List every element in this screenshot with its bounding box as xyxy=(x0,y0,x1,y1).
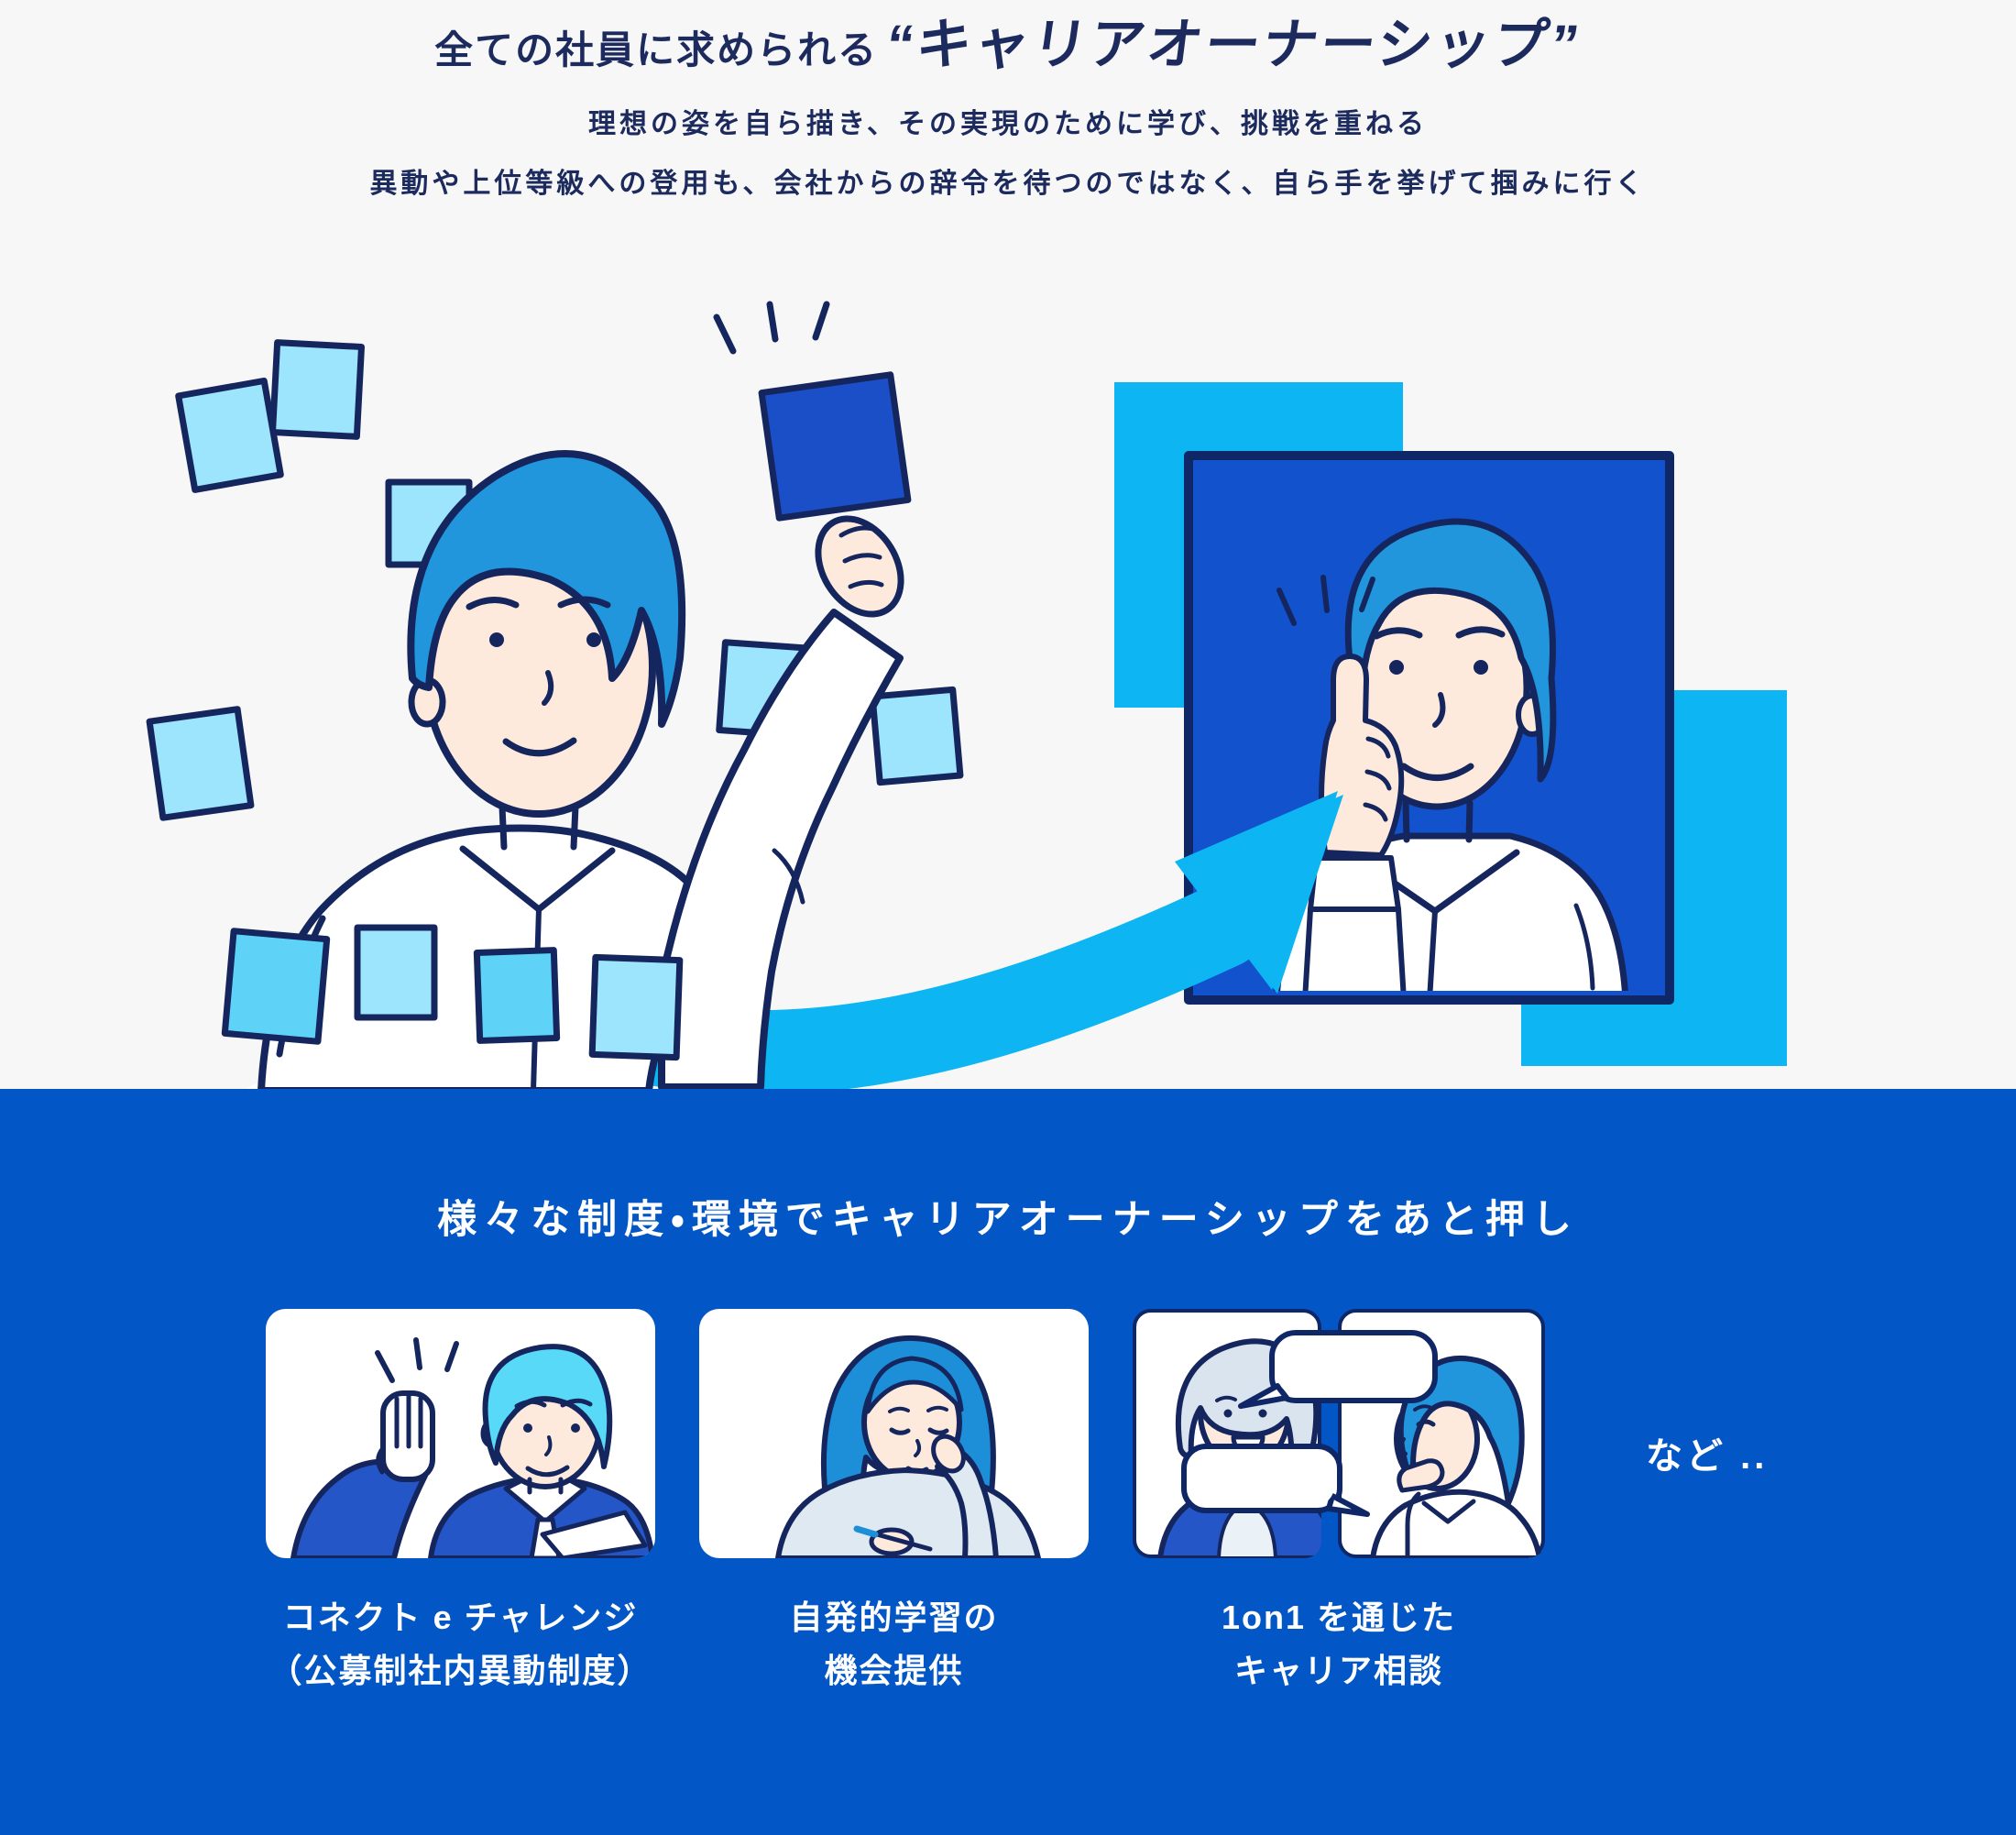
sparkle-ticks xyxy=(713,301,830,355)
woman-self-study-illustration xyxy=(775,1335,1041,1558)
card-one-on-one xyxy=(1133,1309,1545,1558)
hero-title-quoted: “キャリアオーナーシップ” xyxy=(882,14,1585,75)
career-owner-figure xyxy=(146,301,964,1091)
support-section: 様々な制度・環境でキャリアオーナーシップをあと押し xyxy=(0,1089,2016,1835)
caption-line: （公募制社内異動制度） xyxy=(268,1652,652,1690)
etc-label: など .. xyxy=(1646,1436,1769,1477)
hero-description-line-1: 理想の姿を自ら描き、その実現のために学び、挑戦を重ねる xyxy=(588,109,1428,139)
held-sticky-note xyxy=(758,371,912,522)
hero-title: 全ての社員に求められる “キャリアオーナーシップ” xyxy=(0,0,2016,80)
man-raising-hand-illustration xyxy=(290,1337,655,1558)
caption-line: コネクト e チャレンジ xyxy=(282,1599,639,1636)
support-section-title: 様々な制度・環境でキャリアオーナーシップをあと押し xyxy=(437,1198,1579,1242)
listening-man xyxy=(1370,1355,1542,1558)
card-self-study xyxy=(699,1309,1089,1558)
one-on-one-talk-illustration xyxy=(1133,1309,1545,1558)
caption-line: 機会提供 xyxy=(824,1652,964,1690)
card-connect-e-challenge xyxy=(266,1309,655,1558)
speech-bubble-top xyxy=(1238,1330,1438,1409)
photo-frame-border xyxy=(1184,451,1674,1005)
hero-title-prefix: 全ての社員に求められる xyxy=(434,28,879,71)
caption-line: 1on1 を通じた xyxy=(1221,1599,1457,1636)
hero-description: 理想の姿を自ら描き、その実現のために学び、挑戦を重ねる 異動や上位等級への登用も… xyxy=(0,95,2016,214)
caption-connect-e-challenge: コネクト e チャレンジ （公募制社内異動制度） xyxy=(266,1591,655,1698)
hero-illustration-svg xyxy=(146,301,1787,1091)
captions-row: コネクト e チャレンジ （公募制社内異動制度） 自発的学習の 機会提供 1on… xyxy=(266,1591,1545,1698)
sticky-notes-on-shirt xyxy=(221,924,684,1061)
hero-illustration xyxy=(0,264,2016,1091)
caption-one-on-one: 1on1 を通じた キャリア相談 xyxy=(1133,1591,1545,1698)
caption-line: 自発的学習の xyxy=(789,1599,999,1636)
speech-bubble-bottom xyxy=(1181,1444,1370,1517)
caption-self-study: 自発的学習の 機会提供 xyxy=(699,1591,1089,1698)
sticky-notes xyxy=(146,339,964,821)
support-cards-row: など .. xyxy=(266,1309,1768,1558)
hero-description-line-2: 異動や上位等級への登用も、会社からの辞令を待つのではなく、自ら手を挙げて掴みに行… xyxy=(369,168,1647,199)
caption-line: キャリア相談 xyxy=(1233,1652,1443,1690)
